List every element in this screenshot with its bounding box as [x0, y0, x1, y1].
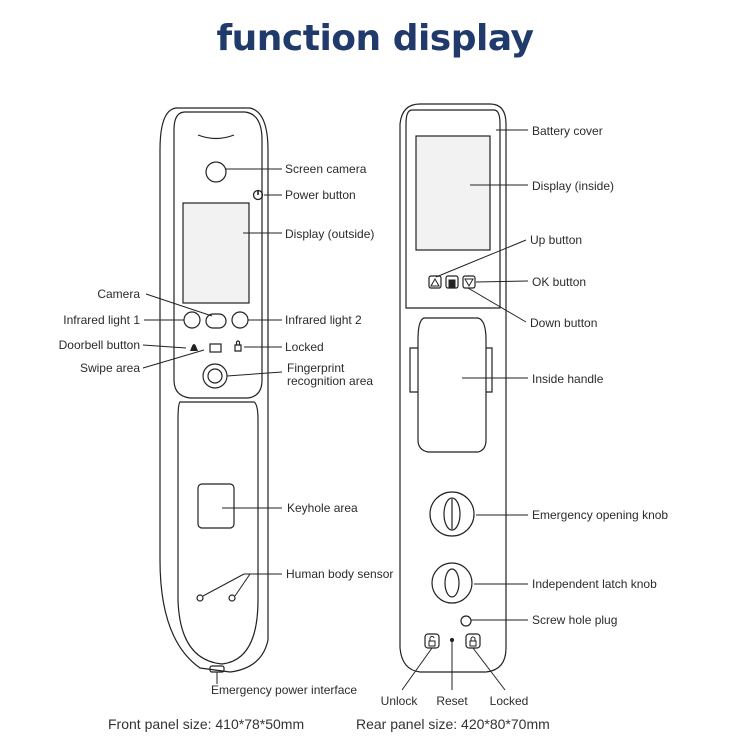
reset-hole [449, 637, 455, 643]
label-swipe-area: Swipe area [80, 361, 140, 375]
rear-panel-size-caption: Rear panel size: 420*80*70mm [356, 716, 550, 732]
inside-handle-bracket-left [409, 347, 418, 393]
label-up-button: Up button [530, 233, 582, 247]
down-triangle-icon [464, 278, 474, 288]
label-emergency-power-interface: Emergency power interface [211, 683, 357, 697]
rear-leaders [401, 129, 529, 691]
rear-panel-outline [399, 103, 507, 673]
locked-icon [469, 636, 477, 647]
fingerprint-sensor [202, 363, 228, 389]
swipe-icon [209, 343, 222, 353]
front-leaders [142, 168, 283, 684]
down-button-key [462, 275, 476, 289]
power-icon [252, 189, 264, 201]
inside-handle [417, 317, 487, 453]
label-camera: Camera [97, 287, 140, 301]
label-reset: Reset [436, 694, 468, 708]
label-screw-hole-plug: Screw hole plug [532, 613, 617, 627]
front-panel [159, 107, 269, 673]
infrared-light-2 [231, 311, 249, 329]
label-battery-cover: Battery cover [532, 124, 603, 138]
label-fingerprint-line2: recognition area [287, 374, 373, 388]
screw-hole-plug [460, 615, 472, 627]
label-doorbell-button: Doorbell button [59, 338, 140, 352]
keyhole-cover [197, 483, 235, 529]
ok-icon [448, 279, 456, 289]
label-human-body-sensor: Human body sensor [286, 567, 393, 581]
display-inside [415, 135, 491, 251]
unlock-icon [428, 636, 436, 647]
front-panel-size-caption: Front panel size: 410*78*50mm [108, 716, 305, 732]
up-button-key [428, 275, 442, 289]
battery-cover [405, 109, 501, 309]
label-screen-camera: Screen camera [285, 162, 367, 176]
infrared-light-1 [183, 311, 201, 329]
label-ok-button: OK button [532, 275, 586, 289]
label-inside-handle: Inside handle [532, 372, 604, 386]
independent-latch-knob [431, 562, 473, 604]
front-small-icons [190, 189, 264, 353]
label-display-inside: Display (inside) [532, 179, 614, 193]
screen-camera-icon [205, 161, 227, 183]
label-infrared-light-2: Infrared light 2 [285, 313, 362, 327]
label-fingerprint-line1: Fingerprint [287, 361, 345, 375]
label-down-button: Down button [530, 316, 597, 330]
bell-icon [190, 344, 198, 351]
camera-lens [205, 313, 227, 329]
emergency-opening-knob [429, 491, 475, 537]
label-display-outside: Display (outside) [285, 227, 374, 241]
front-panel-outline [159, 107, 269, 673]
label-keyhole-area: Keyhole area [287, 501, 358, 515]
front-top-slot [197, 134, 235, 140]
fingerprint-sensor-inner [207, 368, 223, 384]
label-unlock: Unlock [381, 694, 419, 708]
rear-small-icons [428, 277, 477, 647]
inside-handle-bracket-right [486, 347, 493, 393]
label-locked-front: Locked [285, 340, 324, 354]
label-power-button: Power button [285, 188, 356, 202]
label-locked-rear: Locked [490, 694, 529, 708]
up-triangle-icon [430, 277, 440, 287]
front-panel-face [173, 111, 263, 399]
human-body-sensor-left [196, 594, 204, 602]
label-independent-latch-knob: Independent latch knob [532, 577, 657, 591]
rear-panel [399, 103, 507, 673]
label-infrared-light-1: Infrared light 1 [63, 313, 140, 327]
display-outside [182, 202, 250, 304]
human-body-sensor-right [228, 594, 236, 602]
label-emergency-opening-knob: Emergency opening knob [532, 508, 668, 522]
lock-icon [234, 340, 242, 352]
front-lower-body [177, 401, 259, 665]
page-title: function display [216, 18, 534, 59]
